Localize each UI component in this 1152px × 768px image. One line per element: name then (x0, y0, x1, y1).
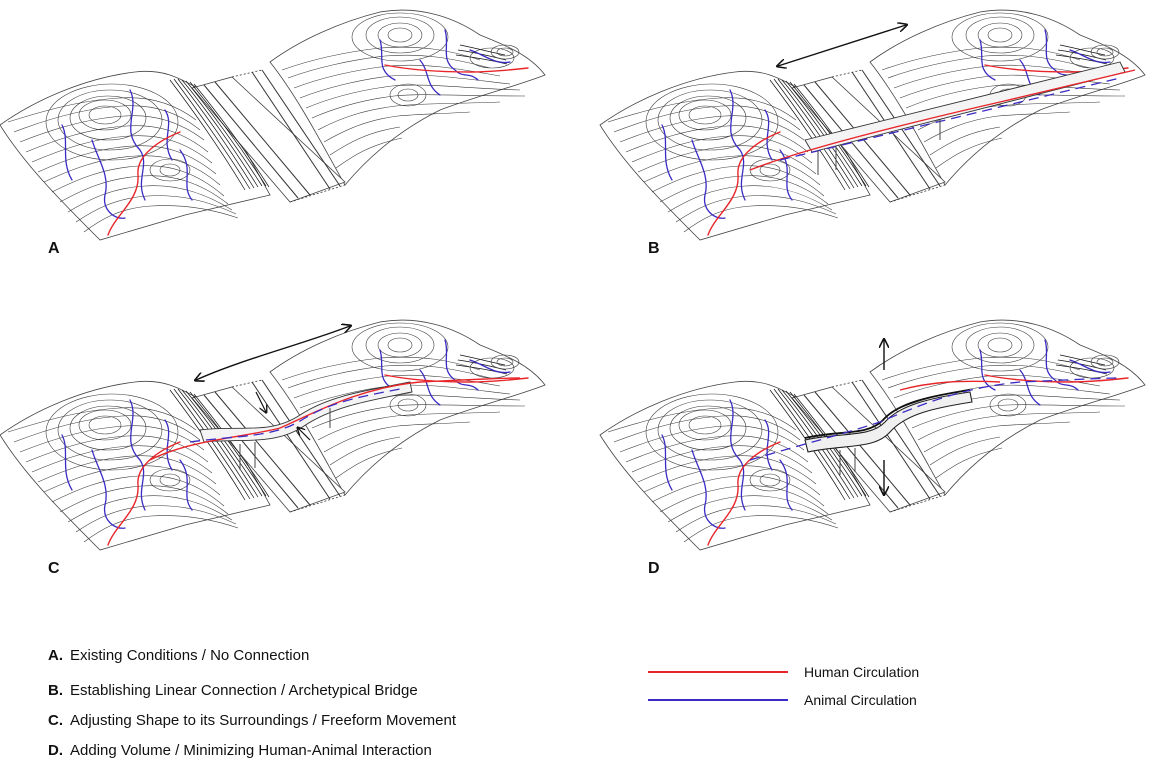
legend-human-swatch (648, 671, 788, 673)
panel-c: C (0, 319, 546, 577)
legend-animal-label: Animal Circulation (804, 692, 917, 708)
lateral-move-arrow (778, 25, 906, 66)
curved-move-arrow (196, 326, 350, 380)
caption-text: Adjusting Shape to its Surroundings / Fr… (70, 712, 457, 729)
caption-text: Establishing Linear Connection / Archety… (70, 682, 418, 699)
caption-text: Existing Conditions / No Connection (70, 647, 310, 664)
legend-human: Human Circulation (648, 662, 968, 682)
panel-label-b: B (648, 240, 660, 257)
panel-a: A (0, 9, 546, 257)
terrain-model (0, 9, 546, 241)
caption-c: C. Adjusting Shape to its Surroundings / … (48, 712, 456, 730)
freeform-bridge (149, 377, 521, 470)
legend-animal-swatch (648, 699, 788, 701)
caption-letter: B. (48, 682, 63, 699)
linear-bridge (749, 61, 1136, 175)
panel-label-c: C (48, 560, 60, 577)
inward-arrow (255, 391, 266, 412)
legend-human-label: Human Circulation (804, 664, 920, 680)
caption-letter: D. (48, 742, 63, 759)
legend-animal: Animal Circulation (648, 690, 968, 710)
caption-d: D. Adding Volume / Minimizing Human-Anima… (48, 742, 432, 760)
panel-label-a: A (48, 240, 60, 257)
inward-arrow (298, 428, 311, 441)
caption-letter: C. (48, 712, 63, 729)
panel-d: D (599, 319, 1146, 577)
caption-text: Adding Volume / Minimizing Human-Animal … (70, 742, 432, 759)
caption-letter: A. (48, 647, 63, 664)
caption-a: A. Existing Conditions / No Connection (48, 647, 309, 665)
panel-label-d: D (648, 560, 660, 577)
panel-b: B (599, 9, 1146, 257)
volume-bridge (749, 377, 1121, 475)
caption-b: B. Establishing Linear Connection / Arche… (48, 682, 418, 700)
